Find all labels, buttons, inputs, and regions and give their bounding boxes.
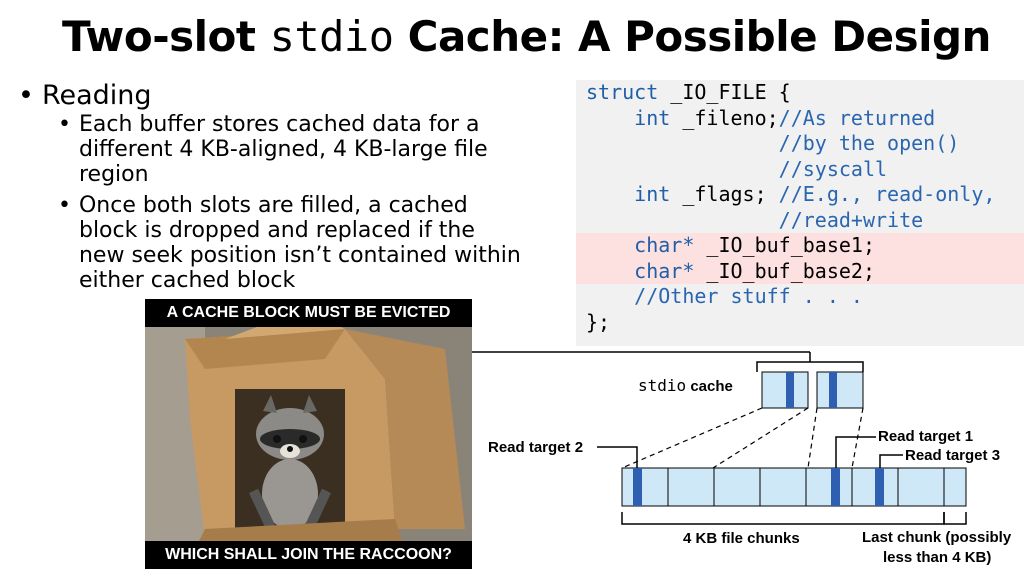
sub-bullet-1: • Each buffer stores cached data for a d… bbox=[58, 112, 538, 187]
bullet-dot: • bbox=[18, 80, 34, 111]
sub-bullet-1-text: Each buffer stores cached data for a dif… bbox=[78, 112, 488, 187]
read-target-1-label: Read target 1 bbox=[878, 428, 974, 445]
code-token: int bbox=[634, 182, 671, 206]
read-target-1-pointer bbox=[835, 436, 876, 468]
code-line: char* _IO_buf_base1; bbox=[576, 233, 1024, 259]
sub-bullet-2-text: Once both slots are filled, a cached blo… bbox=[78, 193, 521, 293]
code-line: }; bbox=[576, 310, 1024, 336]
dashed-link bbox=[807, 407, 818, 469]
raccoon-meme: A CACHE BLOCK MUST BE EVICTED WHICH SHAL… bbox=[145, 299, 472, 569]
bullet-dot: • bbox=[58, 112, 71, 137]
cache-label: stdio cache bbox=[638, 376, 733, 395]
code-token: char* bbox=[634, 233, 695, 257]
read-target-2-pointer bbox=[597, 446, 638, 468]
code-line: char* _IO_buf_base2; bbox=[576, 258, 1024, 284]
bullet-reading: • Reading bbox=[18, 80, 538, 112]
code-line: int _fileno;//As returned bbox=[576, 106, 1024, 132]
title-prefix: Two-slot bbox=[62, 12, 270, 61]
meme-top-caption: A CACHE BLOCK MUST BE EVICTED bbox=[145, 299, 472, 327]
cache-slot-1-marker bbox=[786, 372, 794, 408]
slide-title: Two-slot stdio Cache: A Possible Design bbox=[62, 12, 991, 61]
bullet-reading-text: Reading bbox=[41, 80, 152, 111]
bullet-list: • Reading • Each buffer stores cached da… bbox=[18, 80, 538, 293]
dashed-link bbox=[621, 407, 763, 469]
code-token: }; bbox=[586, 309, 611, 334]
code-line: struct _IO_FILE { bbox=[576, 80, 1024, 106]
code-token: //E.g., read-only, bbox=[778, 182, 996, 206]
sub-bullet-2: • Once both slots are filled, a cached b… bbox=[58, 193, 538, 293]
bullet-dot: • bbox=[58, 193, 71, 218]
code-line: //syscall bbox=[576, 157, 1024, 183]
code-line: //read+write bbox=[576, 208, 1024, 234]
code-line: //by the open() bbox=[576, 131, 1024, 157]
read-target-1-marker bbox=[831, 468, 840, 506]
code-token: //syscall bbox=[586, 156, 888, 181]
code-line: int _flags; //E.g., read-only, bbox=[576, 182, 1024, 208]
read-target-2-marker bbox=[633, 468, 642, 506]
last-chunk-label-line2: less than 4 KB) bbox=[883, 549, 992, 566]
cache-label-mono: stdio bbox=[638, 376, 687, 395]
cache-brace bbox=[756, 361, 864, 372]
code-token: //Other stuff . . . bbox=[634, 284, 863, 308]
code-token: _fileno; bbox=[670, 105, 779, 130]
read-target-3-label: Read target 3 bbox=[905, 447, 1001, 464]
code-line: //Other stuff . . . bbox=[576, 284, 1024, 310]
read-target-2-label: Read target 2 bbox=[488, 439, 584, 456]
dashed-link bbox=[851, 407, 864, 469]
code-token: _IO_FILE { bbox=[658, 80, 791, 104]
dashed-link bbox=[712, 407, 809, 469]
chunks-brace bbox=[621, 512, 945, 525]
title-mono: stdio bbox=[269, 12, 394, 61]
code-token: int bbox=[634, 105, 671, 130]
code-block: struct _IO_FILE { int _fileno;//As retur… bbox=[576, 80, 1024, 346]
code-token: //As returned bbox=[778, 105, 936, 130]
read-target-3-marker bbox=[875, 468, 884, 506]
code-token: //by the open() bbox=[586, 131, 960, 155]
read-target-3-pointer bbox=[879, 454, 903, 468]
title-suffix: Cache: A Possible Design bbox=[393, 12, 992, 61]
code-token: //read+write bbox=[586, 207, 924, 232]
file-chunks bbox=[621, 467, 967, 507]
cache-label-text: cache bbox=[686, 378, 733, 395]
code-token: struct bbox=[586, 80, 659, 104]
code-token: char* bbox=[634, 258, 695, 283]
cache-slot-2 bbox=[816, 371, 864, 409]
meme-bottom-caption: WHICH SHALL JOIN THE RACCOON? bbox=[145, 541, 472, 569]
chunks-label: 4 KB file chunks bbox=[683, 530, 800, 547]
last-chunk-label-line1: Last chunk (possibly bbox=[862, 529, 1012, 546]
code-token: _flags; bbox=[670, 182, 779, 206]
last-chunk-brace bbox=[943, 512, 967, 525]
code-token: _IO_buf_base1; bbox=[694, 233, 876, 257]
code-token: _IO_buf_base2; bbox=[694, 258, 876, 283]
cache-slot-1 bbox=[761, 371, 809, 409]
cache-slot-2-marker bbox=[829, 372, 837, 408]
